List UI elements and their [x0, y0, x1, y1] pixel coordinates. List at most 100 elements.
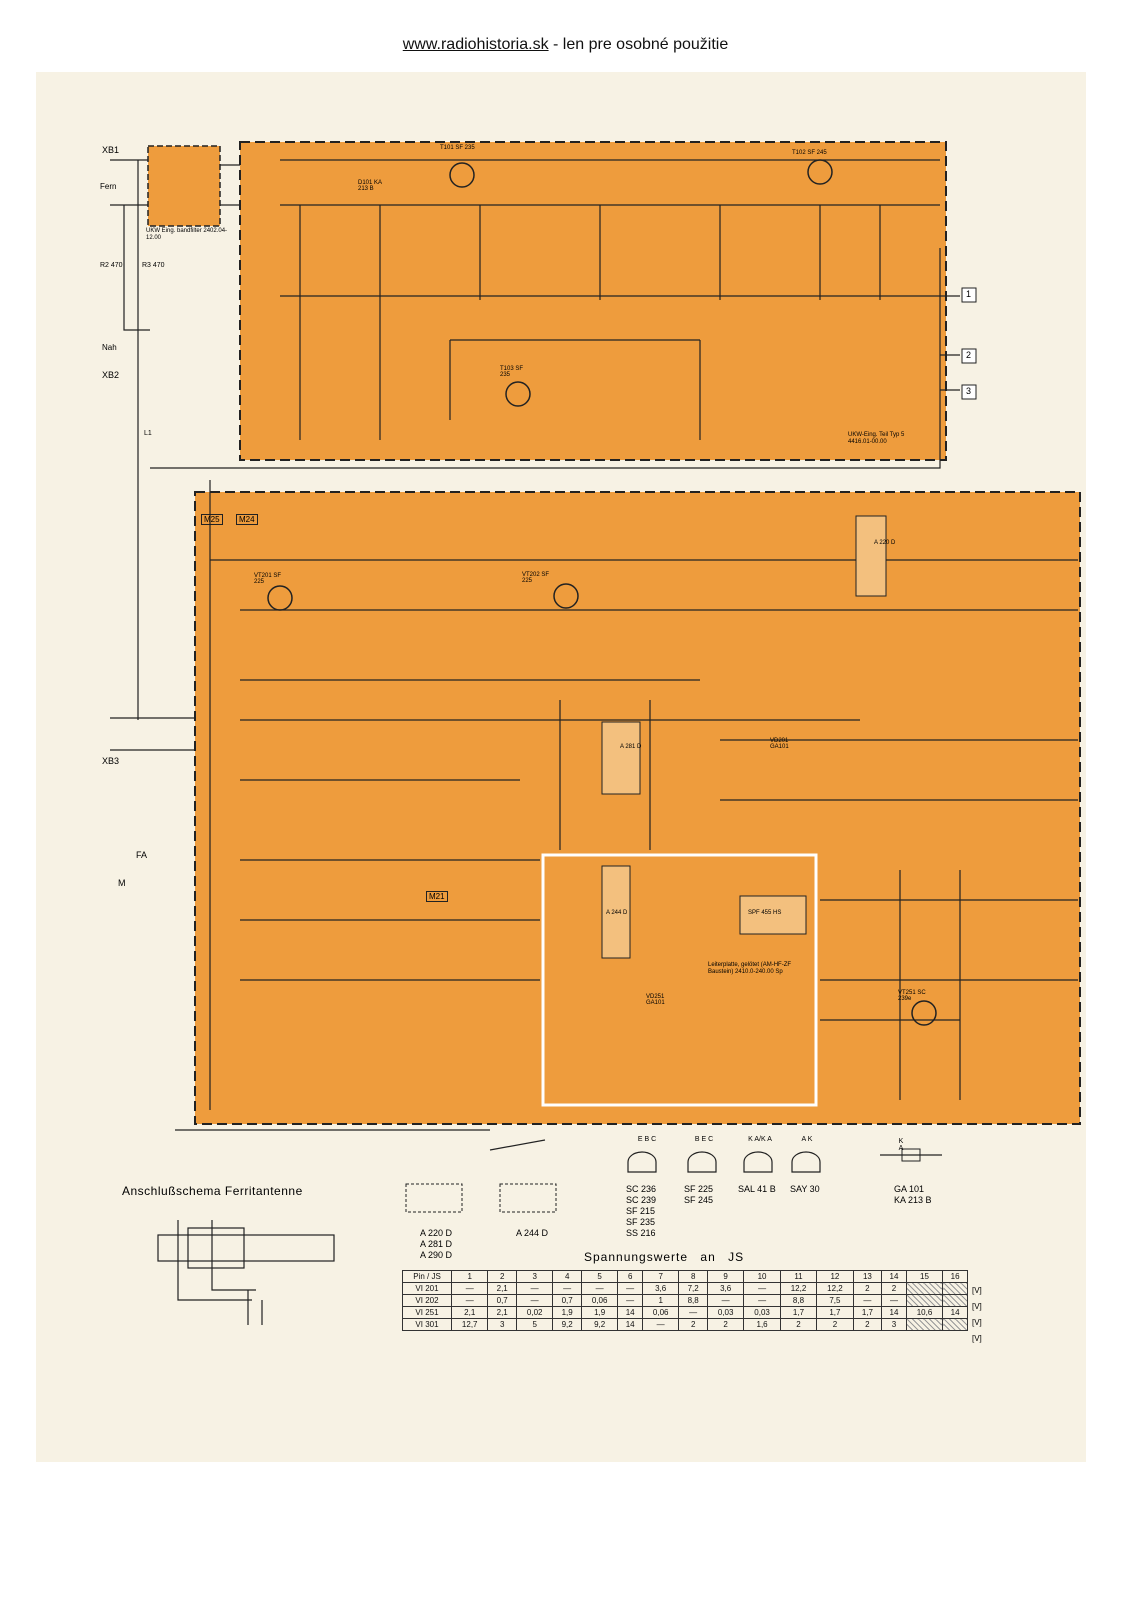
- ferrite-antenna-drawing: [157, 1220, 335, 1325]
- pin-header: 5: [580, 1270, 619, 1283]
- pinout-type: SF 215: [626, 1206, 656, 1216]
- table-cell: 0,06: [641, 1306, 680, 1319]
- table-cell: —: [450, 1282, 489, 1295]
- table-cell: 0,03: [706, 1306, 745, 1319]
- ic-a281d: [601, 721, 641, 795]
- table-cell: 0,7: [552, 1294, 582, 1307]
- ic-label: A 290 D: [420, 1250, 453, 1260]
- pinout-type: SC 236: [626, 1184, 657, 1194]
- label-m: M: [118, 878, 126, 888]
- table-cell: [905, 1294, 944, 1307]
- table-cell: 2: [816, 1318, 854, 1331]
- pinout-group-5-types: GA 101 KA 213 B: [894, 1184, 932, 1206]
- table-cell: [942, 1282, 968, 1295]
- table-cell: —: [743, 1294, 781, 1307]
- component-t102: T102 SF 245: [792, 150, 827, 156]
- ic-left-labels: A 220 D A 281 D A 290 D: [420, 1228, 452, 1261]
- table-cell: 1,9: [552, 1306, 582, 1319]
- table-cell: 14: [617, 1306, 643, 1319]
- table-cell: —: [515, 1282, 554, 1295]
- pinout-group-1-pins: E B C: [637, 1136, 657, 1143]
- pin-header: 8: [678, 1270, 708, 1283]
- table-cell: 2,1: [487, 1306, 517, 1319]
- pinout-type: SC 239: [626, 1195, 657, 1205]
- table-cell: 8,8: [678, 1294, 708, 1307]
- table-cell: 3,6: [641, 1282, 680, 1295]
- output-connector-1: 1: [966, 289, 972, 299]
- table-cell: —: [678, 1306, 708, 1319]
- pinout-group-1-types: SC 236 SC 239 SF 215 SF 235 SS 216: [626, 1184, 656, 1239]
- component-vt201: VT201 SF 225: [254, 573, 282, 585]
- table-corner: Pin / JS: [402, 1270, 452, 1283]
- header-suffix: - len pre osobné použitie: [548, 36, 729, 53]
- table-cell: 1,7: [779, 1306, 818, 1319]
- table-cell: —: [706, 1294, 745, 1307]
- component-t101: T101 SF 235: [440, 145, 475, 151]
- transistor-vt251-symbol: [911, 1000, 937, 1026]
- ic-label: A 220 D: [420, 1228, 453, 1238]
- table-cell: 8,8: [779, 1294, 818, 1307]
- pin-label: Pin: [413, 1272, 425, 1281]
- table-cell: [905, 1318, 944, 1331]
- row-label: VI 201: [402, 1282, 452, 1295]
- table-cell: 2: [678, 1318, 708, 1331]
- pin-header: 7: [641, 1270, 680, 1283]
- ic-right-label: A 244 D: [516, 1228, 549, 1238]
- table-cell: 3,6: [706, 1282, 745, 1295]
- transistor-t103-symbol: [505, 381, 531, 407]
- label-leiterplatte: Leiterplatte, gelötet (AM-HF-ZF Baustein…: [708, 962, 792, 975]
- table-cell: [905, 1282, 944, 1295]
- pin-header: 12: [816, 1270, 854, 1283]
- label-xb1: XB1: [102, 145, 120, 155]
- label-xb3: XB3: [102, 756, 120, 766]
- wiring: [110, 159, 1078, 1151]
- transistor-t101-symbol: [449, 162, 475, 188]
- label-xb2: XB2: [102, 370, 120, 380]
- row-label: VI 301: [402, 1318, 452, 1331]
- table-cell: —: [552, 1282, 582, 1295]
- source-link[interactable]: www.radiohistoria.sk: [402, 36, 549, 53]
- ukw-tuner-border: [239, 141, 947, 461]
- table-cell: 14: [942, 1306, 968, 1319]
- row-label: VI 251: [402, 1306, 452, 1319]
- component-spf: SPF 455 HS: [748, 910, 782, 916]
- pinout-group-4-pins: A K: [801, 1136, 813, 1143]
- table-cell: 1,9: [580, 1306, 619, 1319]
- voltage-table: Pin / JS 1 2 3 4 5 6 7 8 9 10 11 12 13 1…: [402, 1270, 968, 1331]
- table-cell: 9,2: [580, 1318, 619, 1331]
- js-label: JS: [431, 1272, 441, 1281]
- table-cell: 3: [881, 1318, 907, 1331]
- transistor-vt202-symbol: [553, 583, 579, 609]
- voltage-table-title: Spannungswerte an JS: [584, 1250, 745, 1264]
- component-vt202: VT202 SF 225: [522, 572, 550, 584]
- pinout-type: KA 213 B: [894, 1195, 932, 1205]
- label-r3: R3 470: [142, 262, 165, 269]
- table-cell: 1: [641, 1294, 680, 1307]
- pinout-group-2-pins: B E C: [694, 1136, 714, 1143]
- pinout-type: SF 225: [684, 1184, 714, 1194]
- table-cell: 10,6: [905, 1306, 944, 1319]
- table-cell: 14: [617, 1318, 643, 1331]
- table-cell: 12,2: [816, 1282, 854, 1295]
- row-label: VI 202: [402, 1294, 452, 1307]
- output-connector-3: 3: [966, 386, 972, 396]
- pin-header: 9: [706, 1270, 745, 1283]
- table-cell: —: [617, 1282, 643, 1295]
- label-m24: M24: [236, 514, 258, 525]
- pinout-group-4-types: SAY 30: [790, 1184, 820, 1194]
- table-cell: 2,1: [487, 1282, 517, 1295]
- label-nah: Nah: [102, 343, 117, 352]
- pinout-symbols: [405, 1148, 942, 1213]
- table-cell: —: [450, 1294, 489, 1307]
- bandfilter-module: [147, 145, 221, 227]
- unit-label: [V]: [972, 1334, 982, 1343]
- pin-header: 11: [779, 1270, 818, 1283]
- sheet-edge: [1086, 72, 1098, 1462]
- pinout-group-3-types: SAL 41 B: [738, 1184, 776, 1194]
- table-cell: 14: [881, 1306, 907, 1319]
- table-cell: 2: [881, 1282, 907, 1295]
- component-vt251: VT251 SC 239e: [898, 990, 926, 1002]
- unit-label: [V]: [972, 1286, 982, 1295]
